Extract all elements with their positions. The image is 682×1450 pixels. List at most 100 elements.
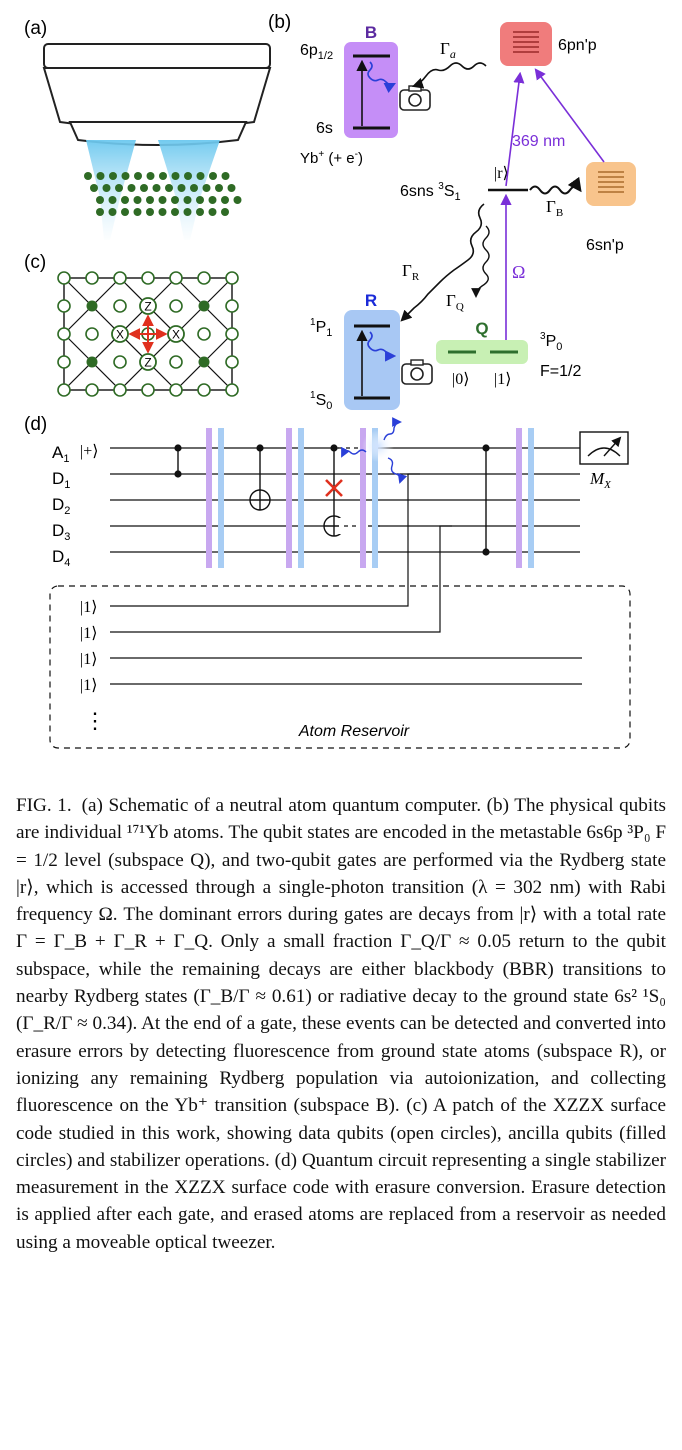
control-dot (482, 548, 490, 556)
panel-b-label: (b) (268, 12, 291, 33)
level-6pnp-label: 6pn'p (558, 37, 597, 54)
atom (209, 172, 217, 180)
atom (184, 172, 192, 180)
reservoir-ket: |1⟩ (80, 599, 97, 616)
data-qubit (225, 355, 239, 369)
ancilla-qubit (86, 356, 98, 368)
gamma-a-wave (411, 62, 487, 89)
data-qubit (57, 299, 71, 313)
gamma-a-label: Γa (440, 39, 456, 61)
hyperfine-label: F=1/2 (540, 363, 581, 380)
atom (202, 184, 211, 192)
stabilizer-qubit (139, 297, 157, 315)
wire-label-d2: D2 (52, 495, 70, 517)
atom (109, 172, 117, 180)
atom (233, 196, 242, 204)
atom (146, 208, 154, 216)
rydberg-ket: |r⟩ (494, 165, 509, 182)
data-qubit (141, 383, 155, 397)
atom (165, 184, 173, 192)
data-qubit (113, 299, 127, 313)
atom (90, 184, 98, 192)
data-qubit (141, 271, 155, 285)
gamma-q-wave (471, 225, 490, 298)
atom (121, 172, 130, 180)
panel-d-label: (d) (24, 414, 47, 435)
rydberg-label: 6sns 3S1 (400, 181, 461, 203)
x-operator-label: X (172, 328, 180, 342)
level-6snp-lines (598, 171, 624, 193)
z-operator-label: Z (144, 356, 151, 370)
omega-label: Ω (512, 262, 525, 282)
atom (158, 196, 167, 204)
caption-label: FIG. 1. (16, 795, 72, 816)
atom (221, 172, 230, 180)
atom (108, 196, 117, 204)
atom (196, 208, 204, 216)
atom (221, 196, 229, 204)
wire-label-d3: D3 (52, 521, 70, 543)
data-qubit (85, 383, 99, 397)
subspace-q-title: Q (475, 319, 488, 338)
data-qubit (57, 383, 71, 397)
gamma-b-wave (529, 176, 582, 195)
wire-label-a1: A1 (52, 443, 69, 465)
level-6snp-box (586, 162, 636, 206)
control-dot (174, 444, 182, 452)
data-qubit (57, 355, 71, 369)
atom (183, 208, 192, 216)
gamma-r-wave (400, 203, 485, 322)
measurement-label: MX (589, 469, 612, 491)
data-qubit (197, 383, 211, 397)
r-fluorescence-wave (367, 331, 397, 362)
photon-wave (383, 417, 402, 441)
atom (183, 196, 192, 204)
yb-ion-label: Yb+ (+ e-) (300, 149, 363, 167)
objective-body (42, 67, 272, 130)
level-6pnp-box (500, 22, 552, 66)
atom (121, 196, 129, 204)
circuit-wires (110, 447, 580, 553)
level-6p-label: 6p1/2 (300, 42, 333, 62)
data-qubit (85, 271, 99, 285)
stabilizer-qubit (139, 353, 157, 371)
atom (177, 184, 186, 192)
data-qubit (57, 327, 71, 341)
atom (171, 172, 180, 180)
atom (146, 196, 154, 204)
data-qubit (169, 355, 183, 369)
erasure-pulse-overlay (360, 428, 366, 568)
data-qubit (225, 327, 239, 341)
gamma-r-label: ΓR (402, 261, 420, 283)
level-6pnp-lines (513, 31, 539, 53)
atom (84, 172, 92, 180)
panel-a: (a) (24, 18, 272, 240)
ket-0: |0⟩ (452, 371, 469, 388)
reservoir-ket: |1⟩ (80, 651, 97, 668)
panel-d: (d) A1 D1 D2 D3 D4 |+⟩ (24, 414, 631, 749)
data-qubit (225, 271, 239, 285)
atom (196, 172, 205, 180)
atom (96, 172, 105, 180)
data-qubit (113, 383, 127, 397)
level-6snp-label: 6sn'p (586, 237, 624, 254)
atom (121, 208, 129, 216)
panel-c-label: (c) (24, 252, 46, 273)
atom (146, 172, 155, 180)
control-dot (482, 444, 490, 452)
atom (140, 184, 148, 192)
control-dot (330, 444, 338, 452)
level-1p1-label: 1P1 (310, 317, 332, 339)
atom-reservoir-box (49, 585, 631, 749)
gamma-q-label: ΓQ (446, 291, 464, 313)
atom (208, 208, 217, 216)
data-qubit (169, 299, 183, 313)
laser-369-arrow (534, 68, 605, 163)
laser-369-label: 369 nm (512, 133, 565, 150)
subspace-q-box (436, 340, 528, 364)
data-qubit (85, 327, 99, 341)
autoionize-arrow (505, 71, 525, 187)
atom (102, 184, 111, 192)
